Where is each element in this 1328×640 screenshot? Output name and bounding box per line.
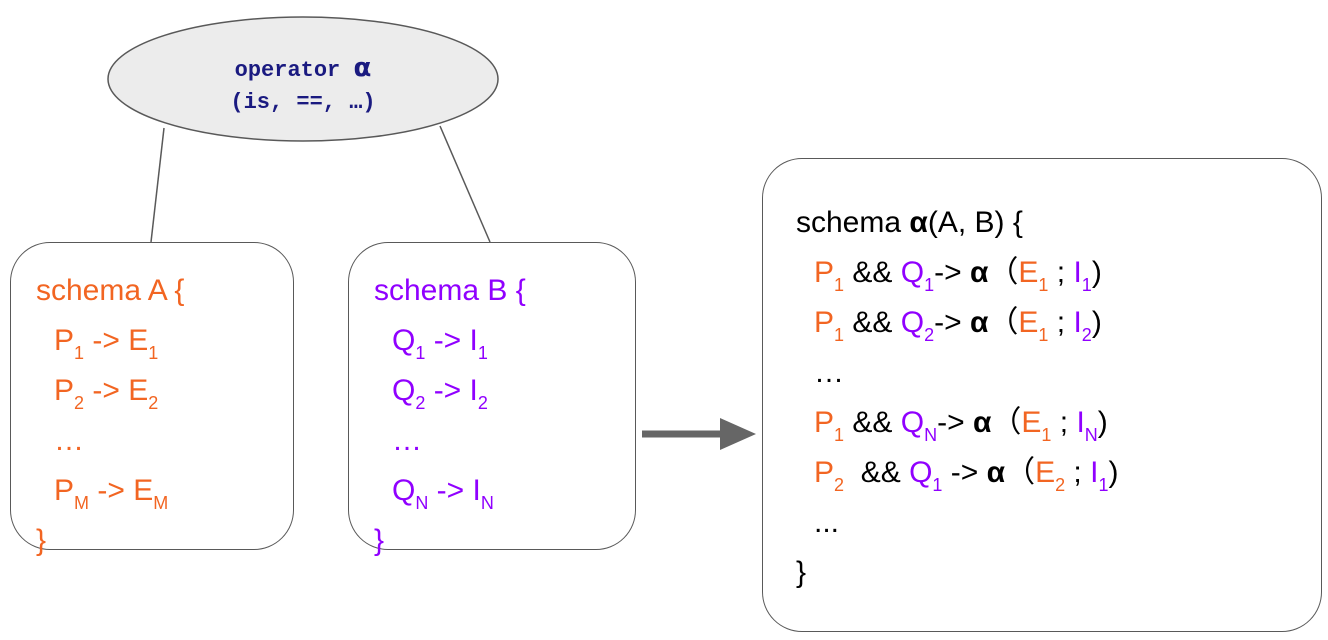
operator-examples: (is, ==, …): [230, 90, 376, 115]
result-row: P1 && Q2-> α（E1 ; I2): [814, 306, 1102, 345]
result-row: P1 && QN-> α（E1 ; IN): [814, 406, 1108, 445]
result-header: schema α(A, B) {: [796, 206, 1023, 239]
schema-a-row: PM -> EM: [54, 474, 169, 513]
result-schema-box: [762, 158, 1322, 632]
schema-b-box: [348, 242, 636, 550]
schema-b-row: Q1 -> I1: [392, 324, 488, 363]
schema-b-row: Q2 -> I2: [392, 374, 488, 413]
schema-b-text: schema B { Q1 -> I1 Q2 -> I2 … QN -> IN …: [374, 266, 526, 566]
result-row: P2 && Q1 -> α（E2 ; I1): [814, 456, 1119, 495]
schema-a-header: schema A {: [36, 274, 185, 307]
schema-a-ellipsis: …: [54, 424, 84, 457]
connector-line-a: [150, 127, 165, 243]
schema-b-ellipsis: …: [392, 424, 422, 457]
schema-a-row: P1 -> E1: [54, 324, 159, 363]
result-close: }: [796, 556, 807, 589]
schema-b-row: QN -> IN: [392, 474, 494, 513]
transform-arrow-head: [720, 418, 756, 450]
result-row: P1 && Q1-> α（E1 ; I1): [814, 256, 1102, 295]
connector-line-b: [439, 125, 491, 243]
operator-symbol: α: [353, 53, 372, 83]
operator-ellipse: [107, 16, 499, 142]
schema-a-text: schema A { P1 -> E1 P2 -> E2 … PM -> EM …: [36, 266, 184, 566]
schema-a-box: [10, 242, 294, 550]
schema-a-close: }: [36, 524, 47, 557]
result-ellipsis: ...: [814, 506, 840, 539]
schema-a-row: P2 -> E2: [54, 374, 159, 413]
result-ellipsis: …: [814, 356, 844, 389]
schema-b-close: }: [374, 524, 385, 557]
operator-label: operator α (is, ==, …): [108, 52, 498, 119]
result-schema-text: schema α(A, B) { P1 && Q1-> α（E1 ; I1) P…: [796, 198, 1118, 598]
operator-keyword: operator: [234, 58, 354, 83]
schema-b-header: schema B {: [374, 274, 526, 307]
